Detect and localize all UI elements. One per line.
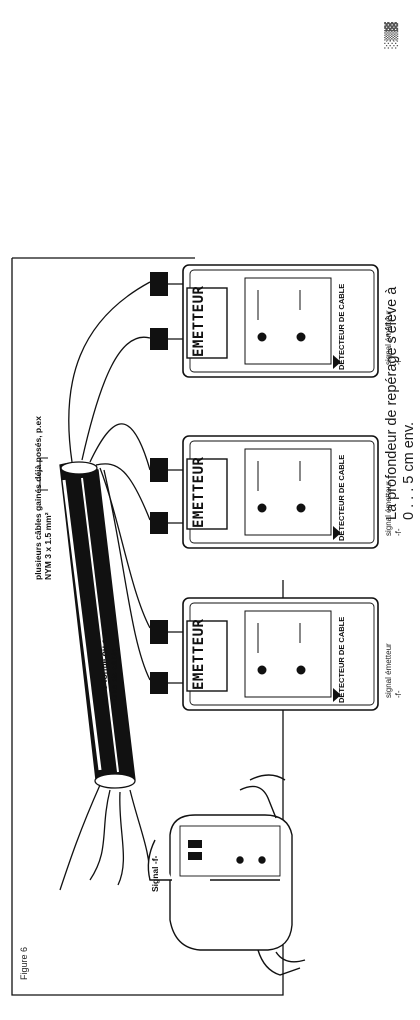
unit-2-caption-line-2: -f-	[394, 481, 404, 536]
unit-1-subtitle: DETECTEUR DE CABLE	[337, 284, 346, 370]
signal-label: Signal -f-	[150, 856, 160, 892]
unit-3-caption-line-1: signal émetteur	[384, 643, 394, 698]
cable-end-2	[118, 792, 123, 885]
unit-2-subtitle: DETECTEUR DE CABLE	[337, 455, 346, 541]
handheld-detector	[148, 775, 305, 975]
unit-1-caption-line-2: -f-	[394, 310, 404, 365]
cable-to-plug-1	[69, 282, 150, 462]
plinth-annotation-line-2: duite de câble	[109, 626, 119, 705]
cable-to-plug-3	[90, 424, 150, 470]
unit-3-subtitle: DETECTEUR DE CABLE	[337, 617, 346, 703]
cables-annotation-line-2: NYM 3 x 1.5 mm²	[43, 416, 53, 580]
unit-3-caption: signal émetteur -f-	[384, 643, 404, 698]
cables-annotation: plusieurs câbles gainés déjà posés, p.ex…	[33, 416, 53, 580]
unit-1-caption-line-1: signal émetteur	[384, 310, 394, 365]
plinth-annotation: plate-forme ou con- duite de câble	[99, 626, 119, 705]
cable-end-4	[130, 790, 150, 880]
plugs	[150, 272, 168, 694]
transmitter-units	[183, 265, 378, 710]
cables-annotation-line-1: plusieurs câbles gainés déjà posés, p.ex	[33, 416, 43, 580]
cable-bundle	[60, 462, 135, 788]
unit-2-title: EMETTEUR	[191, 457, 207, 528]
unit-3-caption-line-2: -f-	[394, 643, 404, 698]
cable-end-1	[90, 790, 110, 880]
figure-label: Figure 6	[19, 947, 29, 980]
unit-1-title: EMETTEUR	[191, 286, 207, 357]
unit-2-caption-line-1: signal émetteur	[384, 481, 394, 536]
plinth-annotation-line-1: plate-forme ou con-	[99, 626, 109, 705]
unit-2-caption: signal émetteur -f-	[384, 481, 404, 536]
unit-1-caption: signal émetteur -f-	[384, 310, 404, 365]
unit-3-title: EMETTEUR	[191, 619, 207, 690]
